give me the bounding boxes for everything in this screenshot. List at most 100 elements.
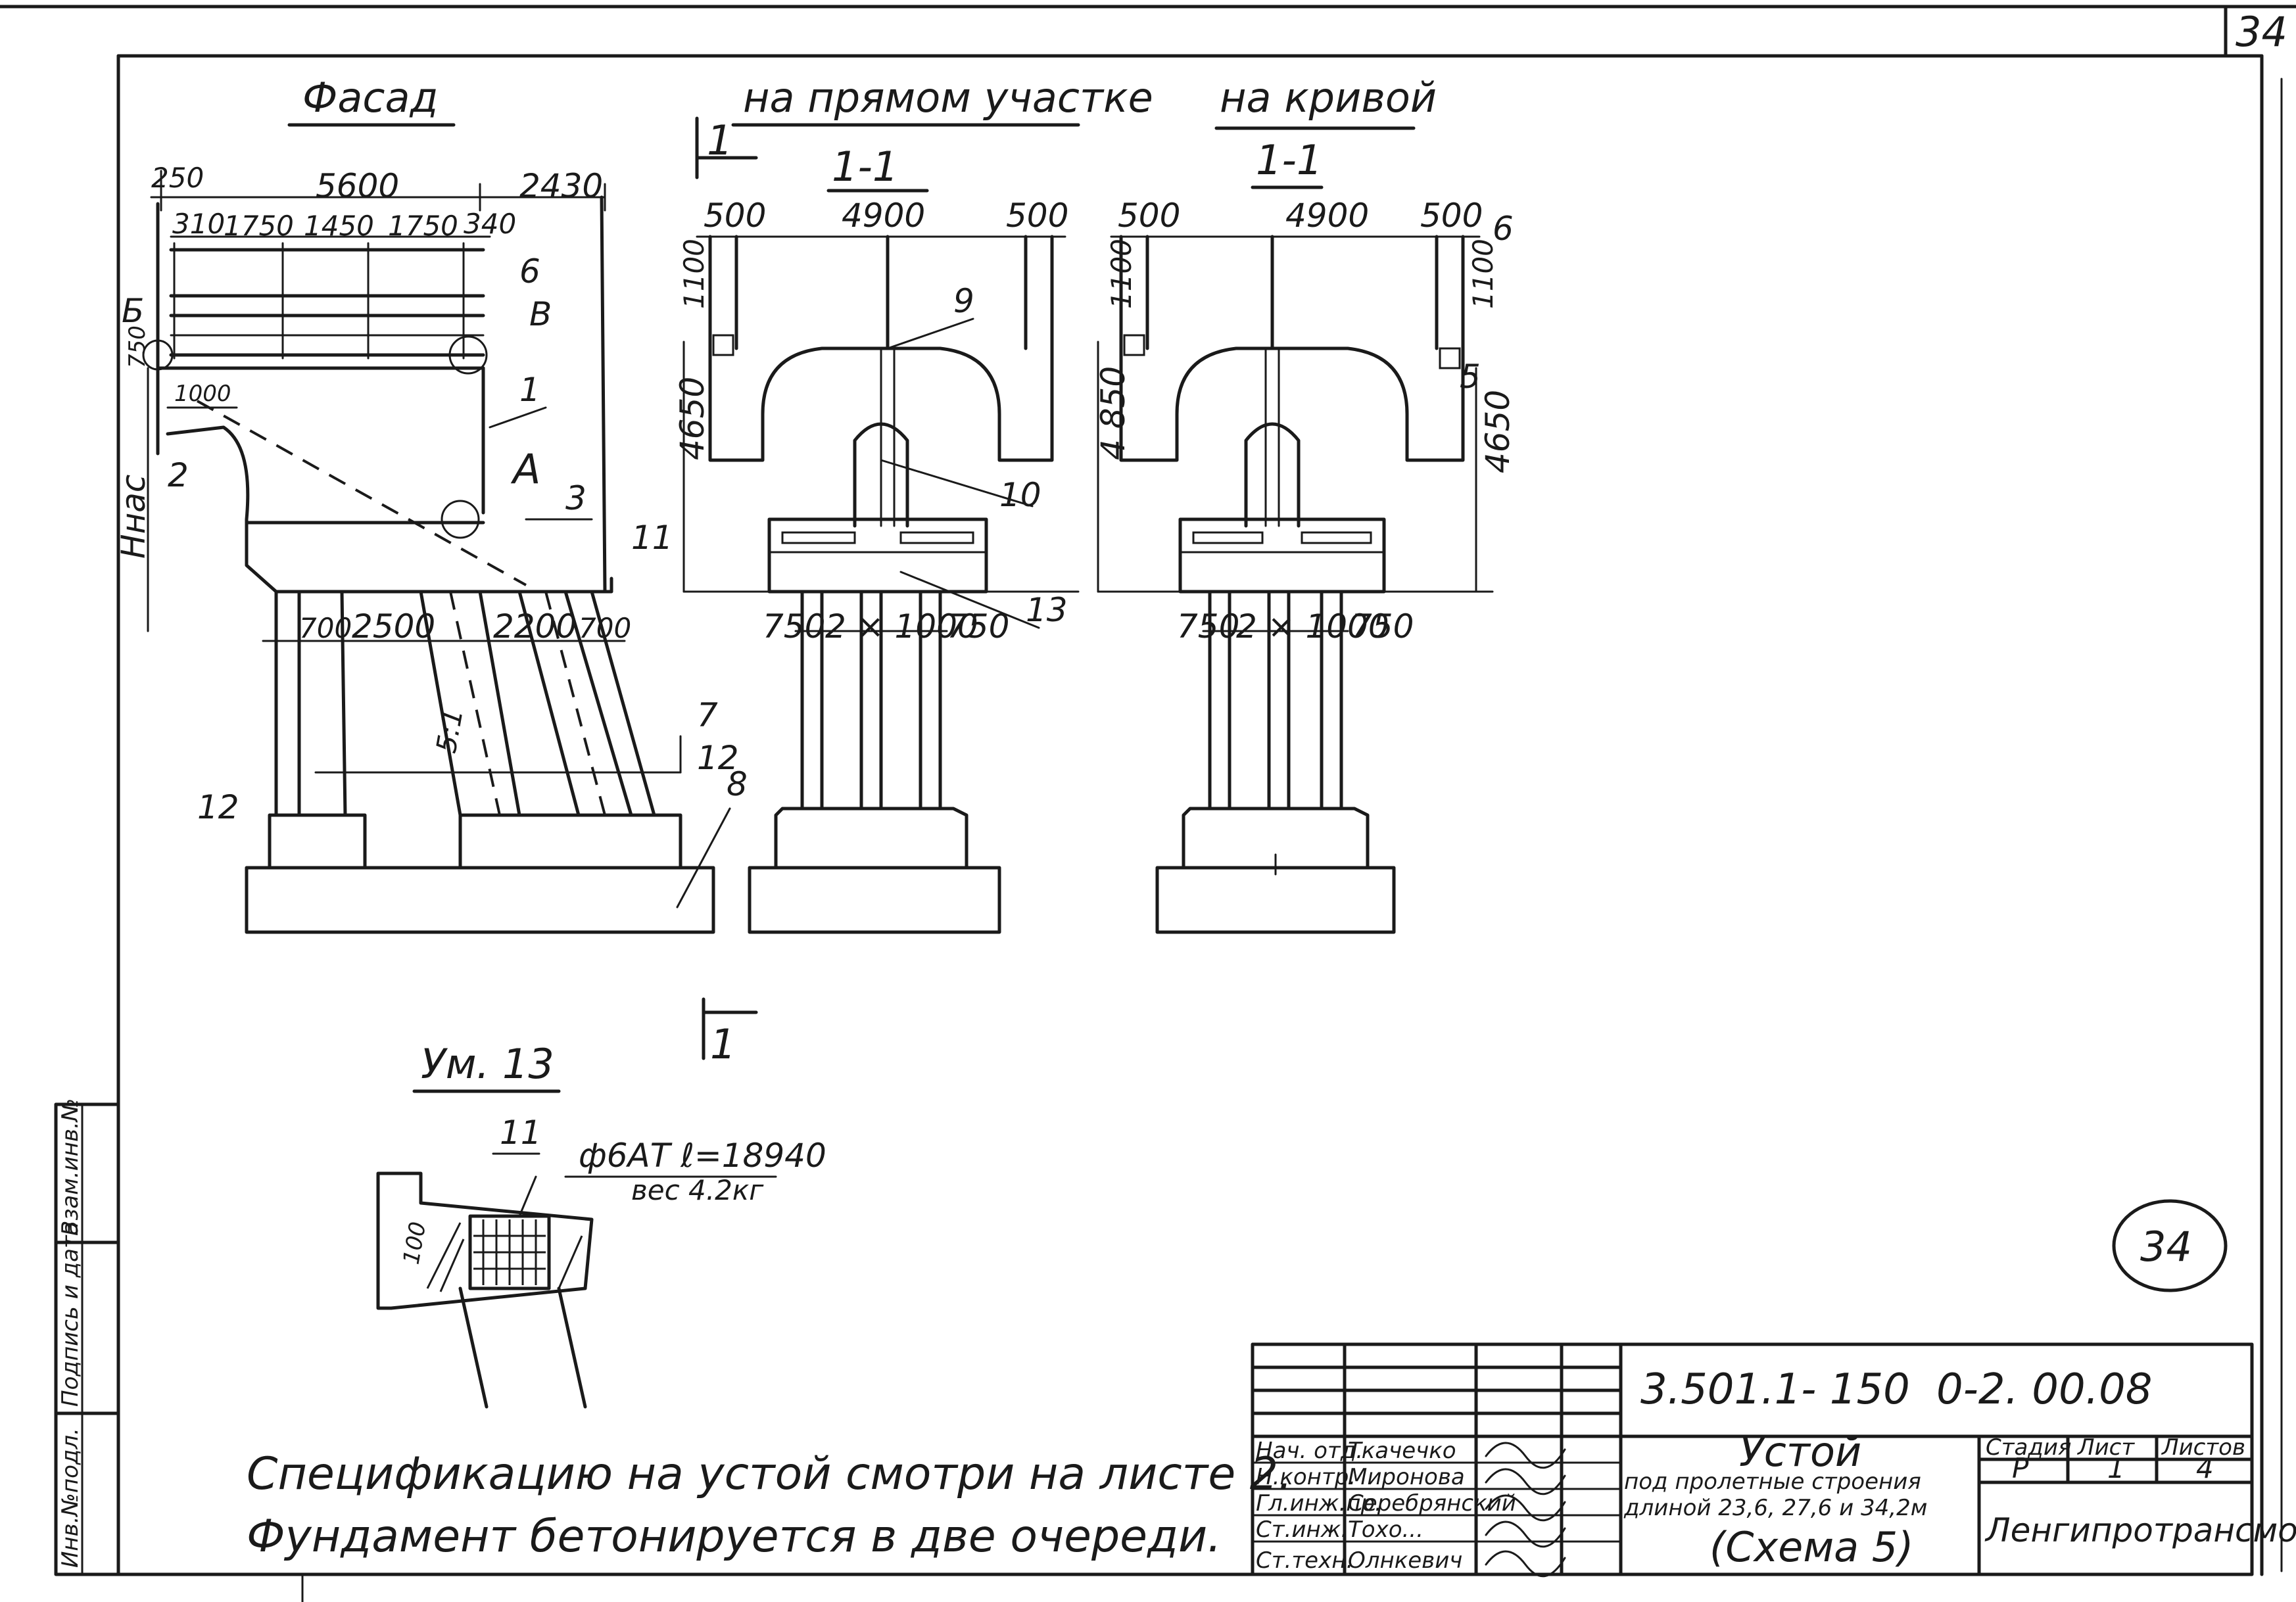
facade-dim-1750a: 1750 (224, 210, 294, 242)
straight-dim-750b: 750 (947, 607, 1009, 646)
facade-dim-310: 310 (172, 208, 225, 240)
section-mark-bottom: 1 (710, 1020, 736, 1068)
facade-callout-2: 2 (168, 456, 189, 494)
facade-dim-5600: 5600 (316, 167, 399, 205)
note-2: Фундамент бетонируется в две очереди. (247, 1511, 1222, 1563)
side-stamp-inv: Инв.№подл. (57, 1428, 84, 1568)
facade-dim-250: 250 (151, 162, 204, 194)
tb-sheets-hdr: Листов (2161, 1434, 2245, 1461)
facade-callout-1: 1 (519, 371, 540, 409)
facade-dim-2500: 2500 (352, 607, 435, 646)
tb-role-5: Ст.техн. (1256, 1547, 1353, 1574)
curve-dim-4650: 4650 (1479, 390, 1517, 473)
facade-letter-a: А (510, 445, 540, 493)
straight-dim-4650: 4650 (673, 377, 711, 460)
straight-dim-500b: 500 (1006, 197, 1068, 235)
straight-callout-10: 10 (999, 476, 1041, 514)
curve-section-view: на кривой 1-1 500 4900 500 750 2 × 1000 … (1094, 74, 1517, 934)
facade-dim-1750b: 1750 (388, 210, 458, 242)
node-dim-100: 100 (398, 1220, 432, 1267)
section-cut-marks: 1 1 (695, 116, 758, 1068)
straight-dim-4900: 4900 (842, 197, 925, 235)
tb-role-1: Нач. отд. (1256, 1438, 1363, 1464)
facade-dim-750: 750 (124, 325, 151, 368)
straight-callout-13: 13 (1026, 591, 1068, 629)
curve-dim-750b: 750 (1351, 607, 1414, 646)
tb-sheet-code: 0-2. 00.08 (1936, 1365, 2152, 1414)
facade-slope: 5:1 (430, 706, 469, 755)
tb-name-1: Ткачечко (1348, 1438, 1456, 1464)
tb-role-3: Гл.инж.пр. (1256, 1490, 1382, 1517)
curve-dim-500a: 500 (1118, 197, 1180, 235)
curve-callout-5: 5 (1460, 358, 1481, 396)
straight-caption: на прямом участке (743, 74, 1153, 122)
tb-desc2: длиной 23,6, 27,6 и 34,2м (1623, 1495, 1927, 1521)
curve-dim-1100a: 1100 (1105, 239, 1137, 309)
curve-dim-500b: 500 (1420, 197, 1483, 235)
stamp-circle (2112, 1199, 2228, 1292)
facade-callout-12b: 12 (697, 739, 739, 777)
side-stamp-vzam: Взам.инв.№ (57, 1098, 84, 1236)
notes: Спецификацию на устой смотри на листе 2.… (247, 1448, 1293, 1563)
sheet-corner-number: 34 (2236, 8, 2287, 56)
side-stamp: Инв.№подл. Подпись и дата Взам.инв.№ (54, 1098, 120, 1576)
tb-name-3: Серебрянский (1348, 1490, 1516, 1517)
tb-stage-hdr: Стадия (1986, 1434, 2071, 1461)
tb-desc1: под пролетные строения (1624, 1469, 1921, 1495)
tb-sheet: 1 (2107, 1452, 2125, 1484)
curve-dim-4850: 4 850 (1094, 366, 1132, 460)
facade-callout-12a: 12 (197, 788, 239, 826)
facade-letter-b: Б (122, 292, 144, 330)
tb-stage: Р (2012, 1452, 2029, 1484)
facade-view: Фасад 250 5600 2430 310 1750 1450 1750 3… (114, 74, 748, 934)
node-13-detail: Ум. 13 11 ф6АТ ℓ=18940 вес 4.2кг 100 (376, 1040, 826, 1409)
curve-dim-4900: 4900 (1285, 197, 1369, 235)
facade-dim-1450: 1450 (304, 210, 374, 242)
node-weight: вес 4.2кг (631, 1174, 764, 1206)
facade-dim-700b: 700 (579, 612, 631, 644)
tb-name-4: Тохо... (1348, 1517, 1423, 1543)
facade-callout-7: 7 (697, 696, 718, 734)
tb-scheme: (Схема 5) (1710, 1523, 1913, 1571)
facade-callout-3: 3 (565, 479, 586, 517)
facade-dim-1000: 1000 (174, 381, 231, 407)
facade-callout-11: 11 (631, 519, 673, 557)
straight-dim-2x1000: 2 × 1000 (825, 607, 978, 646)
straight-callout-9: 9 (953, 282, 974, 320)
facade-dim-2430: 2430 (519, 167, 603, 205)
stamp-circle-number: 34 (2140, 1223, 2192, 1271)
curve-dim-2x1000: 2 × 1000 (1236, 607, 1389, 646)
facade-title: Фасад (302, 74, 438, 122)
tb-org: Ленгипротрансмост (1984, 1511, 2296, 1549)
facade-callout-8: 8 (727, 765, 748, 803)
straight-section-label: 1-1 (832, 143, 898, 191)
curve-callout-6: 6 (1493, 210, 1514, 248)
tb-name: Устой (1739, 1428, 1861, 1476)
side-stamp-sign: Подпись и дата (57, 1221, 84, 1407)
tb-role-2: Н.контр. (1256, 1464, 1356, 1490)
tb-sheets: 4 (2196, 1452, 2214, 1484)
facade-dim-700a: 700 (299, 612, 352, 644)
facade-letter-v: В (529, 295, 552, 333)
node-callout-11: 11 (500, 1114, 542, 1152)
signature-marks (1485, 1442, 1566, 1578)
facade-dim-2200: 2200 (493, 607, 577, 646)
tb-sheet-hdr: Лист (2076, 1434, 2135, 1461)
curve-caption: на кривой (1220, 74, 1437, 122)
straight-dim-750a: 750 (763, 607, 825, 646)
straight-dim-500a: 500 (704, 197, 766, 235)
node-title: Ум. 13 (421, 1040, 554, 1088)
straight-dim-1100: 1100 (678, 239, 710, 309)
tb-role-4: Ст.инж. (1256, 1517, 1348, 1543)
curve-dim-1100b: 1100 (1467, 239, 1499, 309)
tb-name-2: Миронова (1348, 1464, 1465, 1490)
tb-code: 3.501.1- 150 (1640, 1365, 1910, 1414)
straight-section-view: на прямом участке 1-1 500 4900 500 750 2… (673, 74, 1153, 934)
facade-h-label: Hнас (114, 475, 153, 559)
curve-section-label: 1-1 (1256, 136, 1322, 184)
facade-dim-340: 340 (464, 208, 516, 240)
curve-dim-750a: 750 (1177, 607, 1239, 646)
node-rebar: ф6АТ ℓ=18940 (579, 1137, 826, 1175)
tb-name-5: Олнкевич (1348, 1547, 1462, 1574)
